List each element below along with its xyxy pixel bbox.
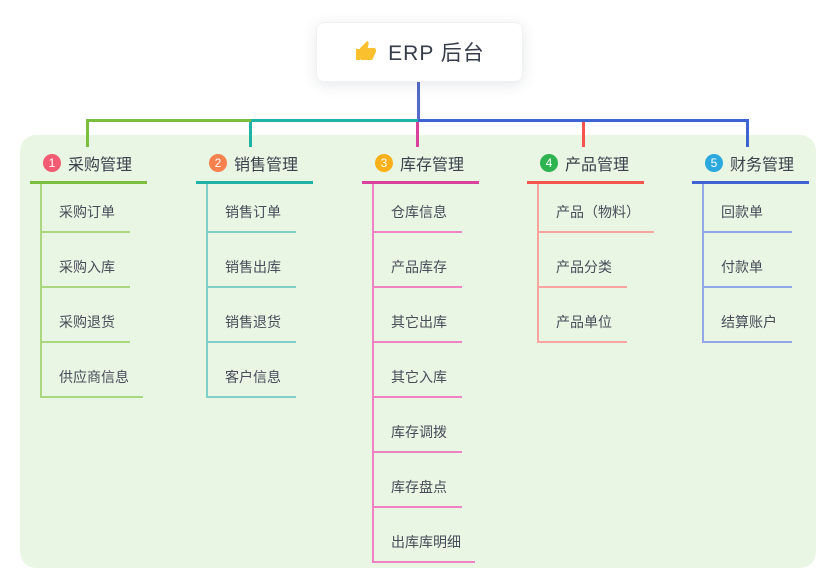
bus-segment-sales — [251, 119, 418, 122]
mindmap-root-node[interactable]: ERP 后台 — [316, 22, 523, 82]
child-node[interactable]: 其它出库 — [374, 288, 462, 343]
bus-segment-purchase — [86, 119, 251, 122]
thumbs-up-icon — [356, 41, 377, 60]
child-node[interactable]: 产品（物料） — [539, 184, 654, 233]
branch-drop-sales — [249, 122, 252, 147]
root-connector-line — [417, 82, 420, 120]
child-node-label: 销售退货 — [225, 314, 281, 330]
child-node[interactable]: 库存盘点 — [374, 453, 462, 508]
child-node-label: 客户信息 — [225, 369, 281, 385]
branch-column-sales: 2 销售管理 销售订单 销售出库 销售退货 客户信息 — [196, 147, 313, 398]
branch-drop-finance — [746, 122, 749, 147]
child-node[interactable]: 付款单 — [704, 233, 792, 288]
child-node-label: 其它出库 — [391, 314, 447, 330]
child-node-label: 产品分类 — [556, 259, 612, 275]
child-node[interactable]: 结算账户 — [704, 288, 792, 343]
branch-number-badge: 1 — [43, 154, 61, 172]
child-node[interactable]: 采购订单 — [42, 184, 130, 233]
bus-segment-finance — [418, 119, 749, 122]
child-node-label: 其它入库 — [391, 369, 447, 385]
branch-number-badge: 2 — [209, 154, 227, 172]
child-node[interactable]: 销售出库 — [208, 233, 296, 288]
child-node-label: 出库库明细 — [391, 534, 461, 550]
child-node-label: 采购订单 — [59, 204, 115, 220]
child-node-label: 采购退货 — [59, 314, 115, 330]
children-group-inventory: 仓库信息 产品库存 其它出库 其它入库 库存调拨 库存盘点 出库库明细 — [372, 184, 479, 563]
child-node[interactable]: 产品库存 — [374, 233, 462, 288]
branch-column-purchase: 1 采购管理 采购订单 采购入库 采购退货 供应商信息 — [30, 147, 147, 398]
branch-node-finance[interactable]: 5 财务管理 — [692, 147, 809, 184]
child-node[interactable]: 销售退货 — [208, 288, 296, 343]
branch-number-badge: 5 — [705, 154, 723, 172]
branch-number-badge: 3 — [375, 154, 393, 172]
branch-drop-product — [582, 122, 585, 147]
branch-title-label: 库存管理 — [400, 157, 465, 174]
branch-node-purchase[interactable]: 1 采购管理 — [30, 147, 147, 184]
branch-title-label: 财务管理 — [730, 157, 795, 174]
child-node[interactable]: 仓库信息 — [374, 184, 462, 233]
child-node[interactable]: 销售订单 — [208, 184, 296, 233]
child-node-label: 销售订单 — [225, 204, 281, 220]
child-node[interactable]: 库存调拨 — [374, 398, 462, 453]
branch-node-inventory[interactable]: 3 库存管理 — [362, 147, 479, 184]
child-node-label: 采购入库 — [59, 259, 115, 275]
child-node[interactable]: 采购入库 — [42, 233, 130, 288]
child-node-label: 库存调拨 — [391, 424, 447, 440]
branch-drop-inventory — [416, 122, 419, 147]
children-group-purchase: 采购订单 采购入库 采购退货 供应商信息 — [40, 184, 147, 398]
child-node[interactable]: 供应商信息 — [42, 343, 143, 398]
child-node-label: 库存盘点 — [391, 479, 447, 495]
child-node-label: 产品库存 — [391, 259, 447, 275]
child-node-label: 产品单位 — [556, 314, 612, 330]
child-node[interactable]: 产品分类 — [539, 233, 627, 288]
child-node[interactable]: 出库库明细 — [374, 508, 475, 563]
child-node[interactable]: 产品单位 — [539, 288, 627, 343]
branch-title-label: 销售管理 — [234, 157, 299, 174]
child-node-label: 回款单 — [721, 204, 763, 220]
child-node-label: 供应商信息 — [59, 369, 129, 385]
branch-column-inventory: 3 库存管理 仓库信息 产品库存 其它出库 其它入库 库存调拨 库存盘点 出库库… — [362, 147, 479, 563]
child-node-label: 销售出库 — [225, 259, 281, 275]
children-group-sales: 销售订单 销售出库 销售退货 客户信息 — [206, 184, 313, 398]
canvas-panel — [20, 135, 816, 568]
branch-node-sales[interactable]: 2 销售管理 — [196, 147, 313, 184]
children-group-finance: 回款单 付款单 结算账户 — [702, 184, 809, 343]
branch-column-product: 4 产品管理 产品（物料） 产品分类 产品单位 — [527, 147, 654, 343]
child-node[interactable]: 客户信息 — [208, 343, 296, 398]
child-node-label: 产品（物料） — [556, 204, 640, 220]
branch-title-label: 产品管理 — [565, 157, 630, 174]
child-node[interactable]: 其它入库 — [374, 343, 462, 398]
children-group-product: 产品（物料） 产品分类 产品单位 — [537, 184, 654, 343]
branch-drop-purchase — [86, 122, 89, 147]
branch-node-product[interactable]: 4 产品管理 — [527, 147, 644, 184]
child-node-label: 付款单 — [721, 259, 763, 275]
child-node-label: 仓库信息 — [391, 204, 447, 220]
child-node-label: 结算账户 — [721, 314, 777, 330]
branch-number-badge: 4 — [540, 154, 558, 172]
child-node[interactable]: 回款单 — [704, 184, 792, 233]
root-node-label: ERP 后台 — [388, 42, 485, 65]
branch-column-finance: 5 财务管理 回款单 付款单 结算账户 — [692, 147, 809, 343]
branch-title-label: 采购管理 — [68, 157, 133, 174]
child-node[interactable]: 采购退货 — [42, 288, 130, 343]
